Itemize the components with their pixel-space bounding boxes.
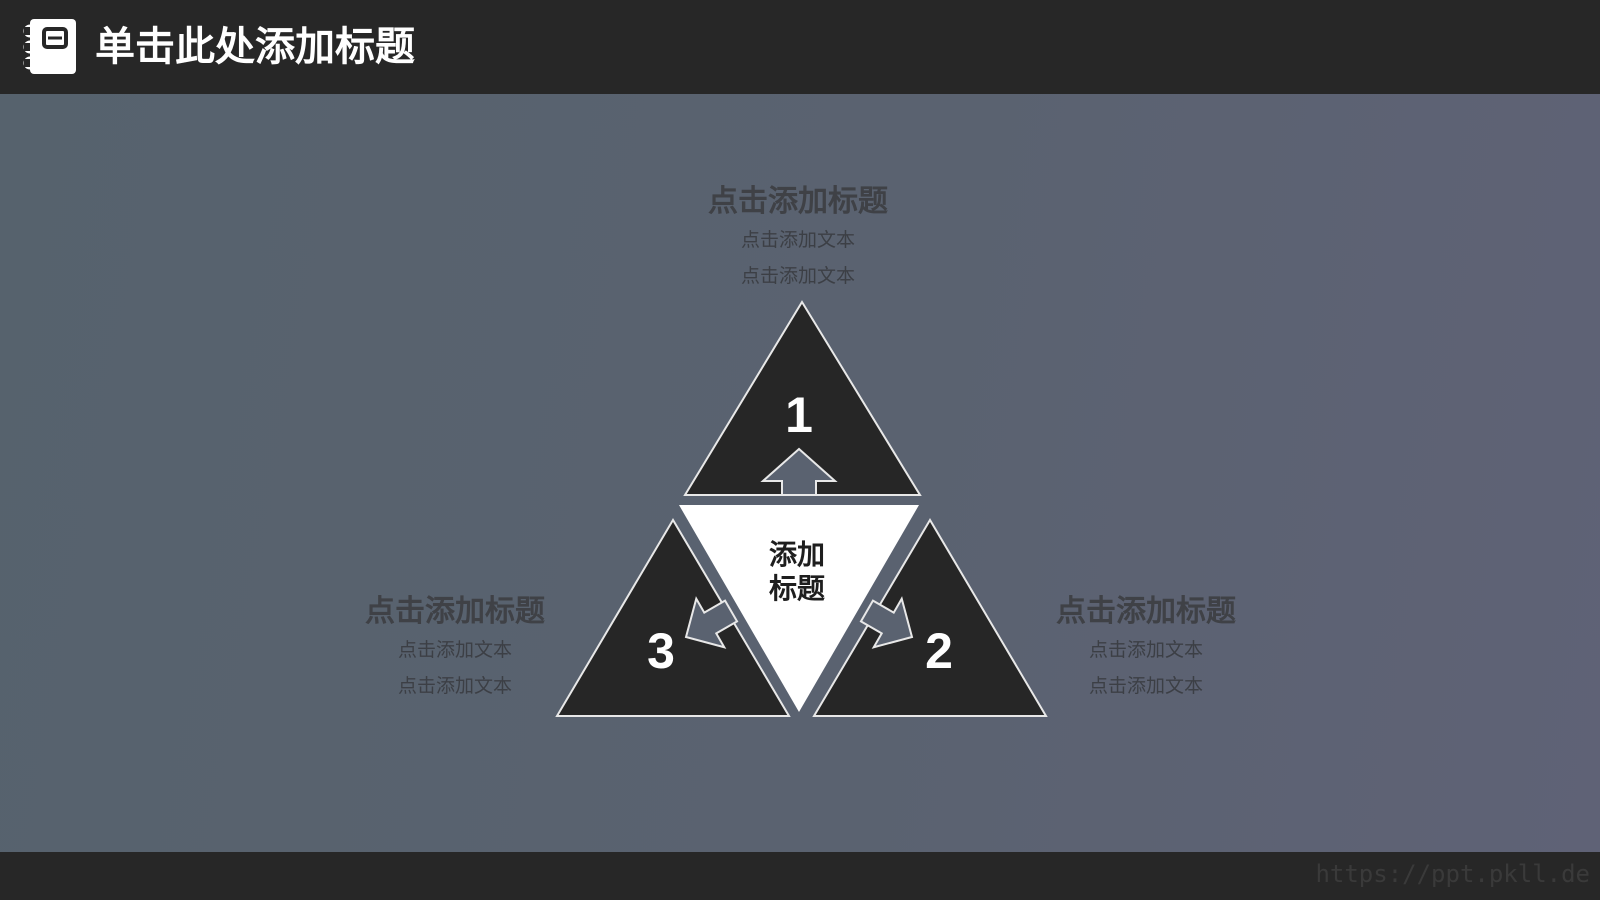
center-triangle [679,505,919,712]
step-1-line-1: 点击添加文本 [740,229,855,251]
center-label-line-1: 添加 [768,538,825,571]
step-2-line-1: 点击添加文本 [1088,639,1203,661]
step-1-text-block[interactable]: 点击添加标题 点击添加文本 点击添加文本 [650,182,946,294]
step-3-text-block[interactable]: 点击添加标题 点击添加文本 点击添加文本 [307,592,603,704]
center-label[interactable]: 添加 标题 [730,538,864,606]
step-2-line-2: 点击添加文本 [1088,675,1203,697]
step-2-heading: 点击添加标题 [1056,594,1236,629]
step-3-line-2: 点击添加文本 [397,675,512,697]
step-2-text-block[interactable]: 点击添加标题 点击添加文本 点击添加文本 [998,592,1294,704]
watermark: https://ppt.pkll.de [1315,860,1590,888]
header-bar: 单击此处添加标题 [0,0,1600,94]
center-label-line-2: 标题 [768,572,825,605]
step-1-line-2: 点击添加文本 [740,265,855,287]
arrow-up-icon [760,447,838,496]
slide-title[interactable]: 单击此处添加标题 [95,24,415,70]
step-3-line-1: 点击添加文本 [397,639,512,661]
footer-bar [0,852,1600,900]
arrow-down-left-icon [684,596,739,649]
step-number-1: 1 [785,387,813,443]
step-number-3: 3 [647,623,675,679]
step-number-2: 2 [925,623,953,679]
step-1-heading: 点击添加标题 [708,184,888,219]
step-3-heading: 点击添加标题 [365,594,545,629]
notebook-icon [23,19,76,74]
arrow-down-right-icon [859,596,914,649]
